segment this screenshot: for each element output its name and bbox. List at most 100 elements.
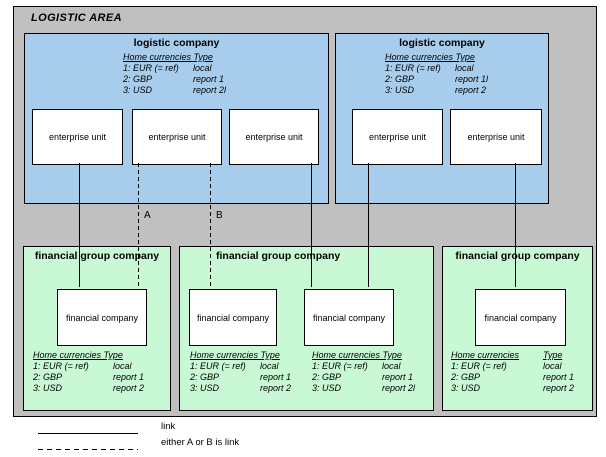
financial-group-company-3: financial group company financial compan… <box>442 246 593 411</box>
currency-name: 2: GBP <box>385 74 415 84</box>
financial-company-label: financial company <box>65 312 139 323</box>
enterprise-unit: enterprise unit <box>32 109 123 165</box>
currency-type: report 2 <box>260 383 292 393</box>
currency-type: local <box>260 361 279 371</box>
currency-row: 2: GBP report 1 <box>190 372 291 383</box>
legend-solid-line <box>38 433 138 434</box>
currency-row: 3: USD report 2 <box>33 383 144 394</box>
enterprise-unit: enterprise unit <box>132 109 222 165</box>
financial-group-company-1: financial group company financial compan… <box>23 246 171 411</box>
currency-type: report 2 <box>113 383 145 393</box>
financial-group-1-title: financial group company <box>34 250 160 262</box>
financial-group-2-currency-list-a: Home currencies Type 1: EUR (= ref) loca… <box>190 350 291 394</box>
currency-row: 2: GBP report 1 <box>451 372 574 383</box>
link-line-solid-3 <box>368 163 369 287</box>
currency-type: report 1 <box>260 372 292 382</box>
currency-row: 3: USD report 2l <box>312 383 415 394</box>
enterprise-unit-label: enterprise unit <box>467 132 525 142</box>
currency-name: 2: GBP <box>190 372 220 382</box>
currency-list-header: Home currencies Type <box>33 350 123 360</box>
currency-type: report 1 <box>382 372 414 382</box>
currency-row: 1: EUR (= ref) local <box>190 361 291 372</box>
currency-row: 2: GBP report 1 <box>312 372 415 383</box>
currency-type: local <box>382 361 401 371</box>
logistic-company-1-title: logistic company <box>133 37 220 49</box>
link-line-solid-4 <box>515 163 516 287</box>
currency-row: 3: USD report 2l <box>123 85 226 96</box>
currency-list-header: Home currencies <box>451 350 520 360</box>
enterprise-unit: enterprise unit <box>229 109 319 165</box>
logistic-company-1: logistic company Home currencies Type 1:… <box>24 33 329 204</box>
financial-company-label: financial company <box>196 312 270 323</box>
legend-solid-label: link <box>161 421 176 432</box>
financial-group-1-currency-list: Home currencies Type 1: EUR (= ref) loca… <box>33 350 144 394</box>
enterprise-unit-label: enterprise unit <box>148 132 206 142</box>
currency-row: 1: EUR (= ref) local <box>451 361 574 372</box>
financial-company: financial company <box>304 289 394 346</box>
currency-type: report 1 <box>193 74 225 84</box>
currency-name: 3: USD <box>385 85 415 95</box>
logistic-company-2-title: logistic company <box>399 37 485 49</box>
currency-type: local <box>455 63 474 73</box>
financial-company: financial company <box>189 289 277 346</box>
logistic-area-title: LOGISTIC AREA <box>31 12 122 24</box>
enterprise-unit-label: enterprise unit <box>245 132 303 142</box>
currency-name: 1: EUR (= ref) <box>33 361 89 371</box>
currency-row: 3: USD report 2 <box>385 85 488 96</box>
financial-company: financial company <box>57 289 147 346</box>
financial-company-label: financial company <box>484 312 557 323</box>
currency-row: 2: GBP report 1 <box>123 74 226 85</box>
currency-row: 1: EUR (= ref) local <box>123 63 226 74</box>
legend-dashed-label: either A or B is link <box>161 437 240 448</box>
currency-type: report 1 <box>543 372 575 382</box>
currency-type: report 2 <box>455 85 487 95</box>
logistic-company-2: logistic company Home currencies Type 1:… <box>335 33 549 204</box>
currency-name: 1: EUR (= ref) <box>312 361 368 371</box>
currency-list-header: Home currencies Type <box>312 350 402 360</box>
currency-name: 3: USD <box>451 383 481 393</box>
currency-row: 1: EUR (= ref) local <box>312 361 415 372</box>
currency-type: local <box>113 361 132 371</box>
currency-name: 1: EUR (= ref) <box>451 361 507 371</box>
financial-company: financial company <box>475 289 566 346</box>
currency-name: 1: EUR (= ref) <box>385 63 441 73</box>
currency-list-header-row: Home currencies Type <box>451 350 574 361</box>
currency-name: 1: EUR (= ref) <box>123 63 179 73</box>
currency-name: 3: USD <box>190 383 220 393</box>
currency-type: local <box>193 63 212 73</box>
currency-name: 2: GBP <box>451 372 481 382</box>
link-line-solid-2 <box>311 163 312 287</box>
connector-label-b: B <box>216 210 223 221</box>
logistic-company-2-currency-list: Home currencies Type 1: EUR (= ref) loca… <box>385 52 488 96</box>
currency-row: 2: GBP report 1 <box>33 372 144 383</box>
connector-label-a: A <box>144 210 151 221</box>
financial-company-label: financial company <box>312 312 386 323</box>
currency-type: report 2l <box>382 383 416 393</box>
financial-group-2-currency-list-b: Home currencies Type 1: EUR (= ref) loca… <box>312 350 415 394</box>
enterprise-unit-label: enterprise unit <box>48 132 107 142</box>
currency-name: 1: EUR (= ref) <box>190 361 246 371</box>
currency-type: report 1l <box>455 74 489 84</box>
financial-group-3-currency-list: Home currencies Type 1: EUR (= ref) loca… <box>451 350 574 394</box>
logistic-area-box: LOGISTIC AREA logistic company Home curr… <box>13 6 597 417</box>
currency-name: 3: USD <box>312 383 342 393</box>
currency-name: 2: GBP <box>33 372 63 382</box>
currency-type: local <box>543 361 562 371</box>
financial-group-2-title: financial group company <box>216 250 341 262</box>
currency-name: 2: GBP <box>312 372 342 382</box>
currency-row: 1: EUR (= ref) local <box>385 63 488 74</box>
currency-type-header: Type <box>543 350 563 360</box>
currency-type: report 2 <box>543 383 575 393</box>
currency-list-header: Home currencies Type <box>123 52 213 62</box>
currency-row: 2: GBP report 1l <box>385 74 488 85</box>
currency-list-header: Home currencies Type <box>385 52 475 62</box>
logistic-company-1-currency-list: Home currencies Type 1: EUR (= ref) loca… <box>123 52 226 96</box>
link-line-dashed-b <box>210 163 211 287</box>
financial-group-company-2: financial group company financial compan… <box>179 246 434 411</box>
currency-type: report 2l <box>193 85 227 95</box>
currency-type: report 1 <box>113 372 145 382</box>
enterprise-unit-label: enterprise unit <box>368 132 427 142</box>
currency-list-header: Home currencies Type <box>190 350 280 360</box>
link-line-solid-1 <box>79 163 80 287</box>
currency-row: 3: USD report 2 <box>451 383 574 394</box>
